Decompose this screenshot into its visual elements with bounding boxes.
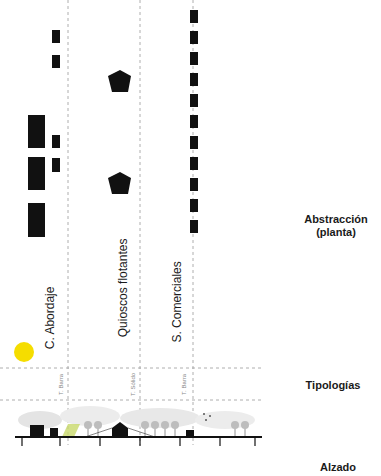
typology-label: T. Barra [59,373,66,394]
column-title: Quioscos flotantes [117,239,131,338]
column-title: S. Comerciales [171,261,185,342]
typology-label: T. Barra [182,373,189,394]
sun [14,342,34,362]
typology-label: T. Sólido [131,372,138,395]
row-label: Alzado [320,461,356,474]
plan-blocks [28,30,131,237]
elevation [15,406,262,446]
column-title: C. Abordaje [44,287,58,350]
guide-lines [0,0,262,445]
shop-blocks [190,10,198,233]
row-label: Tipologías [306,379,361,392]
row-label: Abstracción (planta) [300,213,372,238]
